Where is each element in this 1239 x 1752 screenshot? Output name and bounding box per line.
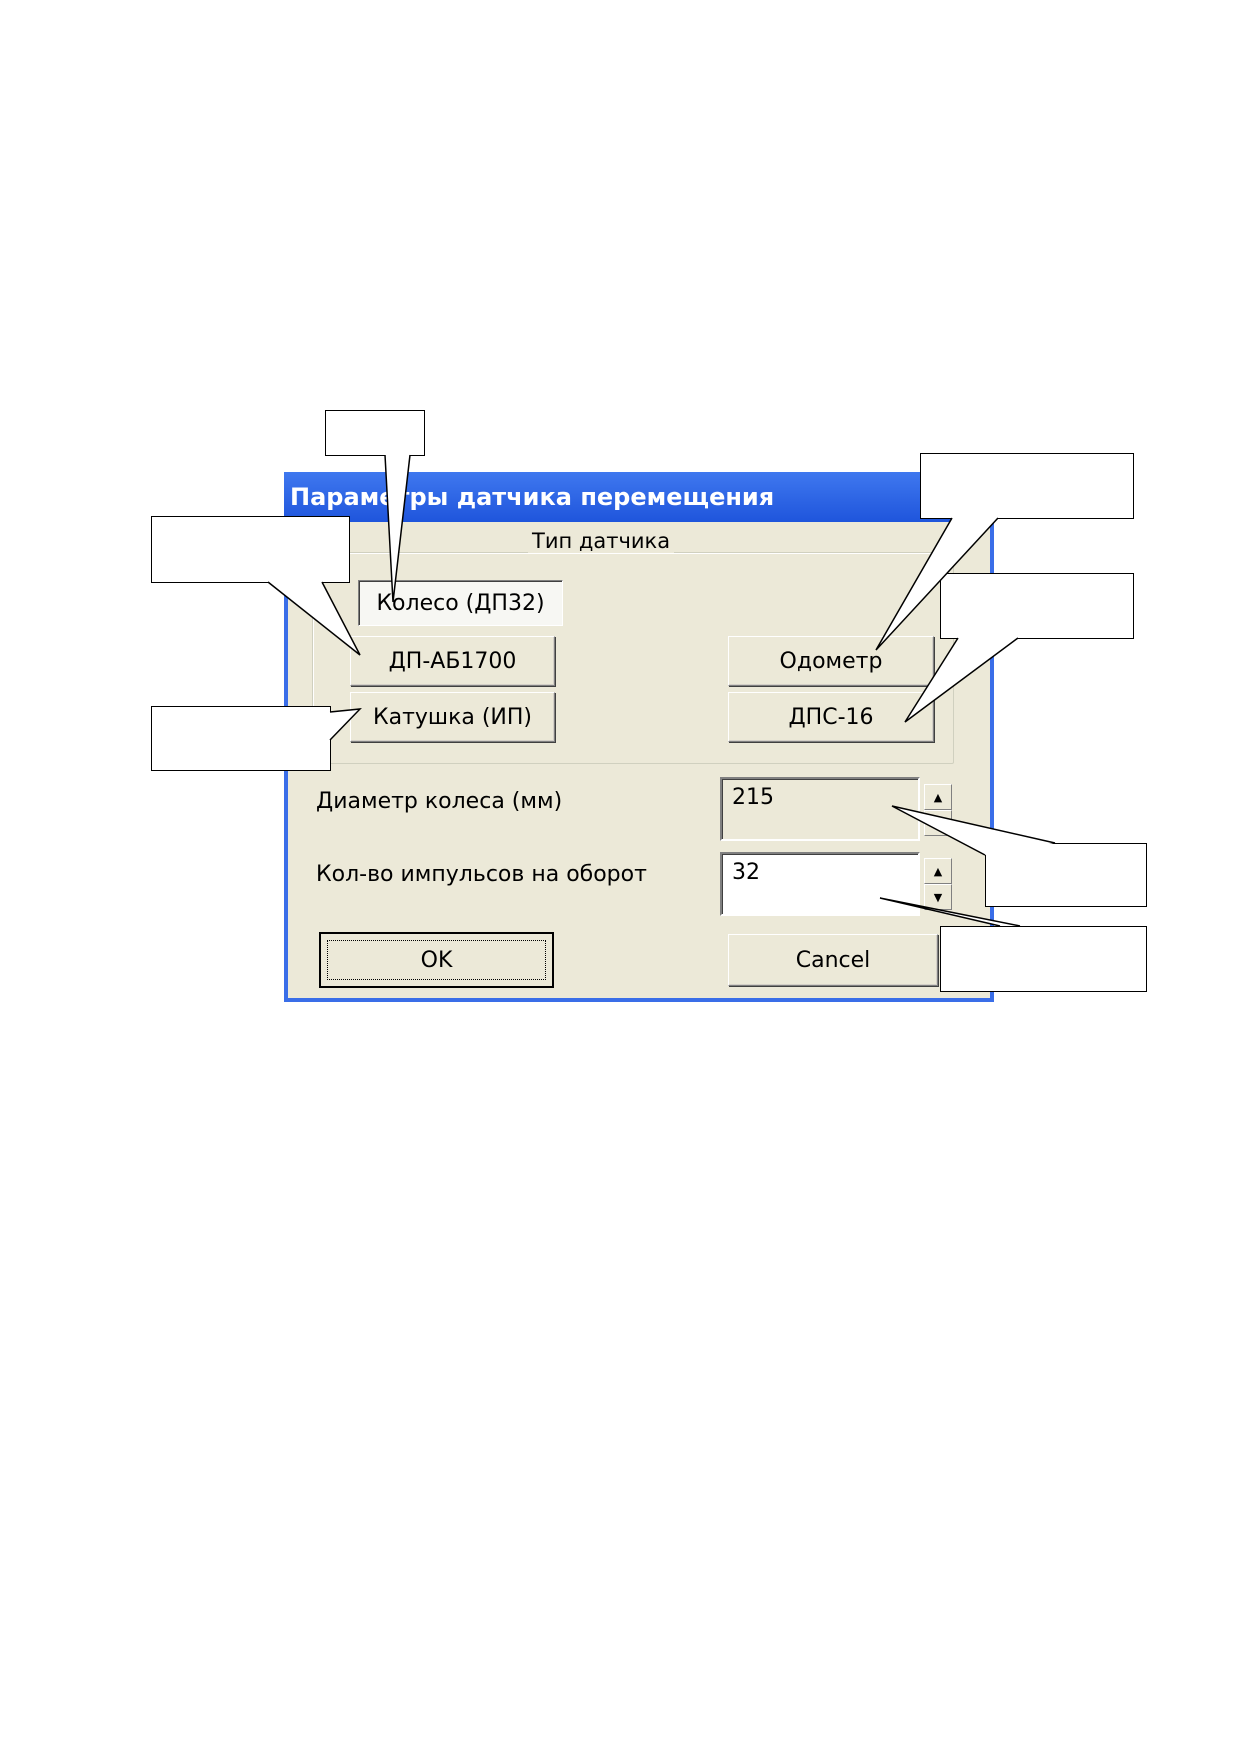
coil-ip-button[interactable]: Катушка (ИП) [350, 692, 555, 742]
ok-button[interactable]: OK [319, 932, 554, 988]
sensor-parameters-dialog: Параметры датчика перемещения Тип датчик… [284, 472, 994, 1002]
callout-dps [940, 573, 1134, 639]
wheel-diameter-label: Диаметр колеса (мм) [316, 789, 563, 814]
pointer-wheel [384, 454, 411, 603]
pulses-per-rev-label: Кол-во импульсов на оборот [316, 862, 647, 887]
pulses-per-rev-up-icon[interactable]: ▲ [924, 858, 952, 884]
pointer-dps [904, 637, 1019, 723]
ok-button-label: OK [420, 947, 453, 973]
callout-pulses [940, 926, 1147, 992]
pointer-pulses [879, 897, 1021, 927]
sensor-type-legend: Тип датчика [528, 529, 675, 553]
pointer-wheel-diameter [891, 805, 1056, 856]
pulses-per-rev-down-icon[interactable]: ▼ [924, 884, 952, 910]
callout-dp-ab [151, 516, 350, 583]
cancel-button[interactable]: Cancel [728, 934, 938, 986]
odometer-button[interactable]: Одометр [728, 636, 934, 686]
pointer-odometer [875, 517, 999, 651]
ok-focus-rect [327, 940, 546, 980]
wheel-diameter-up-icon[interactable]: ▲ [924, 784, 952, 810]
callout-wheel-diameter [985, 843, 1147, 907]
dps16-button[interactable]: ДПС-16 [728, 692, 934, 742]
pointer-dp-ab [267, 581, 361, 656]
pointer-coil [329, 708, 362, 741]
dp-ab1700-button[interactable]: ДП-АБ1700 [350, 636, 555, 686]
wheel-dp32-button[interactable]: Колесо (ДП32) [358, 580, 563, 626]
pulses-per-rev-input[interactable]: 32 [720, 852, 920, 916]
callout-odometer [920, 453, 1134, 519]
callout-wheel [325, 410, 425, 456]
wheel-diameter-input[interactable]: 215 [720, 777, 920, 841]
